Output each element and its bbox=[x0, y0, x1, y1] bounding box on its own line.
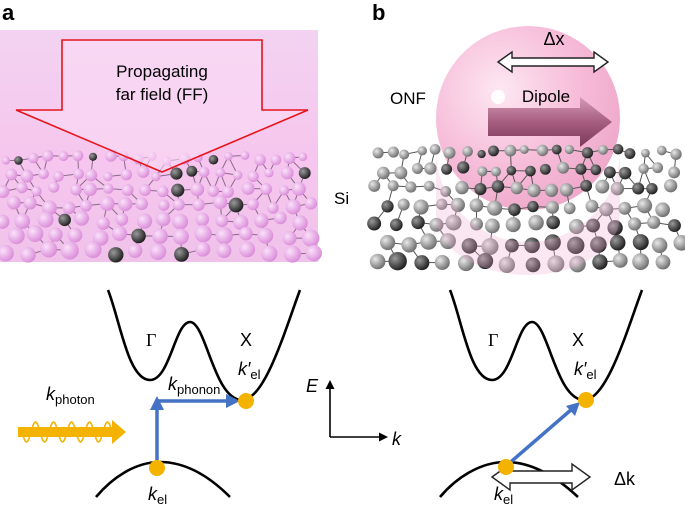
k-el-prime-label-b: k′el bbox=[574, 359, 597, 382]
conduction-band-b bbox=[448, 289, 644, 402]
x-valley-label-b: X bbox=[572, 330, 584, 350]
x-valley-label-a: X bbox=[240, 330, 252, 350]
k-el-label-a: kel bbox=[148, 484, 167, 507]
far-field-label-line2: far field (FF) bbox=[116, 85, 209, 104]
gamma-label-b: Γ bbox=[488, 330, 498, 350]
dipole-arrow bbox=[488, 97, 612, 147]
far-field-arrow bbox=[15, 39, 309, 173]
photon-arrow bbox=[18, 420, 126, 444]
direct-transition-arrow bbox=[504, 407, 574, 468]
band-diagram-b: Γ X k′el kel Δk bbox=[439, 289, 644, 507]
gamma-label-a: Γ bbox=[146, 330, 156, 350]
k-el-prime-label-a: k′el bbox=[238, 359, 261, 382]
conduction-band-a bbox=[106, 289, 302, 402]
direct-transition-arrowhead bbox=[566, 402, 580, 416]
onf-sphere-overlay bbox=[436, 150, 620, 275]
panel-b-label: b bbox=[372, 0, 385, 25]
far-field-label-line1: Propagating bbox=[116, 62, 208, 81]
electron-initial-a bbox=[149, 460, 165, 476]
dipole-label: Dipole bbox=[522, 87, 570, 106]
delta-x-label: Δx bbox=[543, 29, 564, 49]
phonon-horizontal-arrowhead bbox=[226, 394, 240, 408]
silicon-lattice-a bbox=[0, 149, 322, 263]
band-diagram-a: Γ X kphonon k′el kel kphoton bbox=[18, 289, 302, 507]
phonon-vertical-arrowhead bbox=[150, 396, 164, 410]
energy-momentum-axes: E k bbox=[306, 376, 402, 449]
k-el-label-b: kel bbox=[494, 484, 513, 507]
electron-initial-b bbox=[498, 459, 514, 475]
k-axis-label: k bbox=[392, 429, 402, 449]
onf-label: ONF bbox=[390, 89, 426, 108]
panel-a-illustration: Propagating far field (FF) bbox=[0, 30, 322, 263]
silicon-lattice-b bbox=[367, 143, 685, 273]
photon-wave bbox=[21, 421, 113, 443]
electron-final-b bbox=[578, 392, 594, 408]
panel-b-illustration: Δx Dipole ONF Si bbox=[334, 26, 685, 275]
k-photon-label: kphoton bbox=[46, 384, 95, 407]
k-phonon-label: kphonon bbox=[168, 374, 220, 397]
e-axis-label: E bbox=[306, 376, 319, 396]
delta-x-double-arrow bbox=[496, 50, 610, 74]
electron-final-a bbox=[238, 393, 254, 409]
delta-k-label: Δk bbox=[614, 469, 636, 489]
panel-a-label: a bbox=[2, 0, 15, 25]
si-label: Si bbox=[334, 189, 349, 208]
dipole-highlight bbox=[491, 90, 505, 104]
